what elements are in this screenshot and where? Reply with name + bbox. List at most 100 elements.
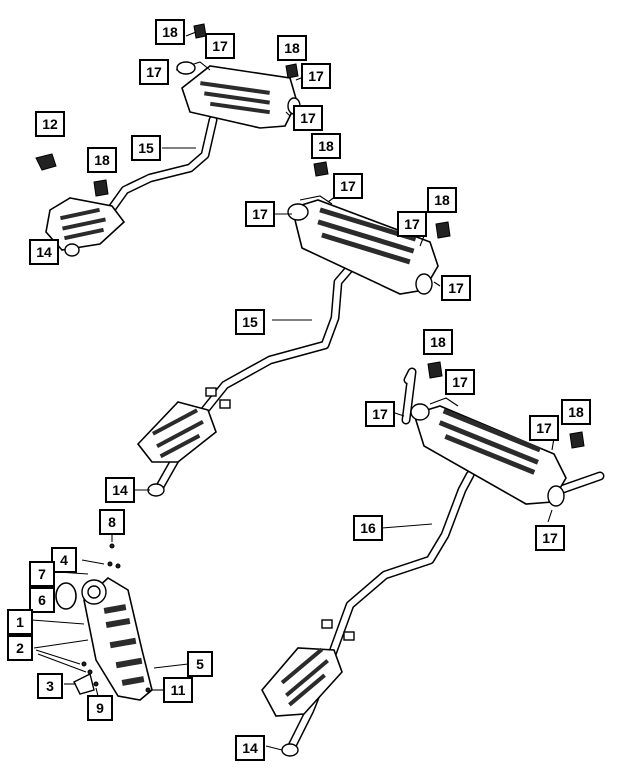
- callout-17: 17: [301, 63, 331, 89]
- callout-15: 15: [235, 309, 265, 335]
- callout-17: 17: [445, 369, 475, 395]
- hanger-bracket-right: [321, 619, 355, 641]
- svg-text:9: 9: [96, 700, 104, 716]
- muffler-top-left: [175, 61, 301, 129]
- resonator-right: [261, 647, 343, 717]
- svg-text:17: 17: [452, 374, 468, 390]
- exhaust-assembly-middle: [132, 195, 451, 497]
- svg-text:6: 6: [38, 592, 46, 608]
- callout-17: 17: [535, 525, 565, 551]
- callout-17: 17: [529, 415, 559, 441]
- svg-text:17: 17: [448, 280, 464, 296]
- callout-17: 17: [293, 105, 323, 131]
- callout-18: 18: [277, 35, 307, 61]
- isolator-12: [35, 153, 57, 171]
- svg-text:15: 15: [242, 314, 258, 330]
- isolator-18-c1: [427, 361, 443, 379]
- callout-8: 8: [99, 509, 125, 535]
- isolator-18-a1: [193, 23, 207, 39]
- nut-4: [107, 561, 121, 569]
- nut-11: [145, 687, 151, 693]
- svg-text:3: 3: [46, 678, 54, 694]
- svg-text:15: 15: [138, 140, 154, 156]
- callout-3: 3: [37, 673, 63, 699]
- svg-text:17: 17: [340, 178, 356, 194]
- isolator-18-a4: [93, 179, 109, 197]
- callout-14: 14: [29, 239, 59, 265]
- svg-text:16: 16: [360, 520, 376, 536]
- callout-6: 6: [29, 587, 55, 613]
- svg-text:14: 14: [242, 740, 258, 756]
- svg-text:18: 18: [162, 24, 178, 40]
- callout-15: 15: [131, 135, 161, 161]
- isolator-18-c2: [569, 431, 585, 449]
- gasket-6: [55, 582, 77, 610]
- callout-16: 16: [353, 515, 383, 541]
- bracket-3: [73, 672, 95, 695]
- callout-18: 18: [87, 147, 117, 173]
- svg-text:17: 17: [536, 420, 552, 436]
- exhaust-assembly-right: [261, 361, 605, 757]
- svg-text:5: 5: [196, 656, 204, 672]
- hanger-bracket-middle: [205, 387, 231, 409]
- callout-17: 17: [333, 173, 363, 199]
- svg-text:18: 18: [318, 138, 334, 154]
- svg-text:18: 18: [94, 152, 110, 168]
- muffler-right: [410, 397, 567, 507]
- svg-text:17: 17: [300, 110, 316, 126]
- resonator-top-left: [45, 197, 126, 257]
- callout-5: 5: [187, 651, 213, 677]
- callout-7: 7: [29, 561, 55, 587]
- callout-14: 14: [105, 477, 135, 503]
- svg-text:17: 17: [146, 64, 162, 80]
- callout-17: 17: [205, 33, 235, 59]
- callout-17: 17: [441, 275, 471, 301]
- svg-text:17: 17: [542, 530, 558, 546]
- callout-17: 17: [365, 401, 395, 427]
- svg-text:18: 18: [284, 40, 300, 56]
- callout-18: 18: [561, 399, 591, 425]
- callout-17: 17: [139, 59, 169, 85]
- fastener-2: [81, 661, 93, 675]
- callout-17: 17: [245, 201, 275, 227]
- svg-text:4: 4: [60, 552, 68, 568]
- svg-text:17: 17: [212, 38, 228, 54]
- isolator-18-a2: [285, 63, 299, 79]
- callout-18: 18: [311, 133, 341, 159]
- svg-text:11: 11: [171, 682, 186, 698]
- bolt-8: [109, 543, 115, 549]
- callout-17: 17: [397, 211, 427, 237]
- callout-18: 18: [155, 19, 185, 45]
- isolator-18-a3: [313, 161, 329, 177]
- isolator-18-b1: [435, 221, 451, 239]
- callout-9: 9: [87, 695, 113, 721]
- muffler-middle: [287, 195, 439, 295]
- callout-18: 18: [427, 187, 457, 213]
- svg-text:17: 17: [372, 406, 388, 422]
- svg-text:17: 17: [252, 206, 268, 222]
- callout-2: 2: [7, 635, 33, 661]
- svg-text:2: 2: [16, 640, 24, 656]
- catalytic-converter-group: [31, 532, 189, 701]
- svg-text:8: 8: [108, 514, 116, 530]
- exhaust-assembly-top-left: [35, 23, 329, 257]
- svg-text:18: 18: [430, 334, 446, 350]
- stud-9: [93, 681, 99, 687]
- callout-1: 1: [7, 609, 33, 635]
- callout-4: 4: [51, 547, 77, 573]
- callout-11: 11: [163, 677, 193, 703]
- svg-text:1: 1: [16, 614, 24, 630]
- svg-text:7: 7: [38, 566, 46, 582]
- resonator-middle: [136, 401, 217, 463]
- callout-14: 14: [235, 735, 265, 761]
- svg-text:12: 12: [42, 116, 58, 132]
- svg-text:18: 18: [434, 192, 450, 208]
- svg-text:14: 14: [112, 482, 128, 498]
- svg-text:17: 17: [308, 68, 324, 84]
- callout-18: 18: [423, 329, 453, 355]
- callout-12: 12: [35, 111, 65, 137]
- svg-text:17: 17: [404, 216, 420, 232]
- svg-text:14: 14: [36, 244, 52, 260]
- svg-text:18: 18: [568, 404, 584, 420]
